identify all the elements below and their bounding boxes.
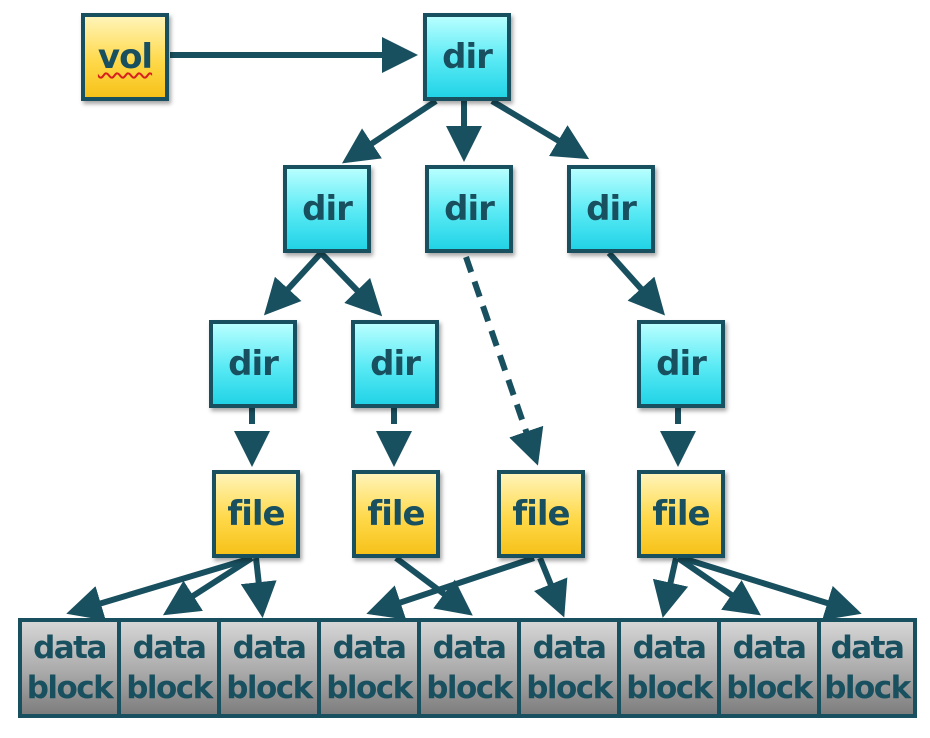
block-label-line1: data <box>732 630 807 666</box>
edge-file-1-to-block-2 <box>162 555 254 616</box>
block-label-line1: data <box>332 630 407 666</box>
block-label-line1: data <box>632 630 707 666</box>
dir-l2-b-node: dir <box>351 320 439 408</box>
file-label: file <box>227 494 285 534</box>
file-label: file <box>512 494 570 534</box>
data-block-9: data block <box>817 618 917 718</box>
dir-root-node: dir <box>423 13 511 101</box>
data-block-2: data block <box>117 618 221 718</box>
block-label-line2: block <box>726 670 813 706</box>
dir-l2-c-node: dir <box>637 320 725 408</box>
file-2-node: file <box>352 470 440 558</box>
vol-label: vol <box>97 37 153 77</box>
edge-dir-l1-b-to-file-3 <box>463 256 544 466</box>
data-block-3: data block <box>217 618 321 718</box>
dir-l1-a-node: dir <box>283 165 371 253</box>
file-4-node: file <box>637 470 725 558</box>
block-label-line1: data <box>33 630 107 666</box>
block-label-line1: data <box>432 630 507 666</box>
edge-file-2-to-block-5 <box>394 555 473 616</box>
data-block-6: data block <box>517 618 621 718</box>
edge-file-3-to-block-4 <box>366 555 535 620</box>
edge-file-3-to-block-6 <box>534 556 568 618</box>
dir-label: dir <box>444 189 495 229</box>
block-label-line2: block <box>26 670 114 706</box>
dir-l1-c-node: dir <box>567 165 655 253</box>
dir-label: dir <box>370 344 421 384</box>
block-label-line2: block <box>226 670 313 706</box>
data-block-4: data block <box>317 618 421 718</box>
edge-dir-l1-a-to-dir-l2-a <box>263 250 324 316</box>
edge-file-1-to-block-3 <box>240 557 277 618</box>
data-block-8: data block <box>717 618 821 718</box>
dir-l2-a-node: dir <box>209 320 297 408</box>
file-1-node: file <box>212 470 300 558</box>
edge-file-4-to-block-8 <box>676 555 761 616</box>
block-label-line2: block <box>526 670 613 706</box>
edge-dir-l1-a-to-dir-l2-b <box>318 250 383 317</box>
edge-file-4-to-block-7 <box>652 557 689 618</box>
data-block-5: data block <box>417 618 521 718</box>
file-label: file <box>367 494 425 534</box>
block-label-line2: block <box>626 670 713 706</box>
block-label-line2: block <box>824 670 911 706</box>
block-label-line2: block <box>126 670 213 706</box>
edge-dir-root-to-dir-l1-c <box>490 98 590 160</box>
data-block-1: data block <box>18 618 121 718</box>
edge-dir-l1-c-to-dir-l2-c <box>606 250 666 316</box>
file-3-node: file <box>497 470 585 558</box>
dir-label: dir <box>586 189 637 229</box>
block-label-line1: data <box>830 630 905 666</box>
block-label-line1: data <box>132 630 207 666</box>
block-label-line1: data <box>532 630 607 666</box>
block-label-line2: block <box>426 670 513 706</box>
vol-node: vol <box>81 13 169 101</box>
edge-file-1-to-block-1 <box>66 555 253 621</box>
dir-label: dir <box>302 189 353 229</box>
block-label-line2: block <box>326 670 413 706</box>
block-label-line1: data <box>232 630 307 666</box>
edge-file-4-to-block-9 <box>681 555 862 621</box>
edge-dir-root-to-dir-l1-a <box>341 98 438 164</box>
dir-label: dir <box>228 344 279 384</box>
dir-label: dir <box>656 344 707 384</box>
data-block-7: data block <box>617 618 721 718</box>
dir-label: dir <box>442 37 493 77</box>
file-label: file <box>652 494 710 534</box>
dir-l1-b-node: dir <box>425 165 513 253</box>
